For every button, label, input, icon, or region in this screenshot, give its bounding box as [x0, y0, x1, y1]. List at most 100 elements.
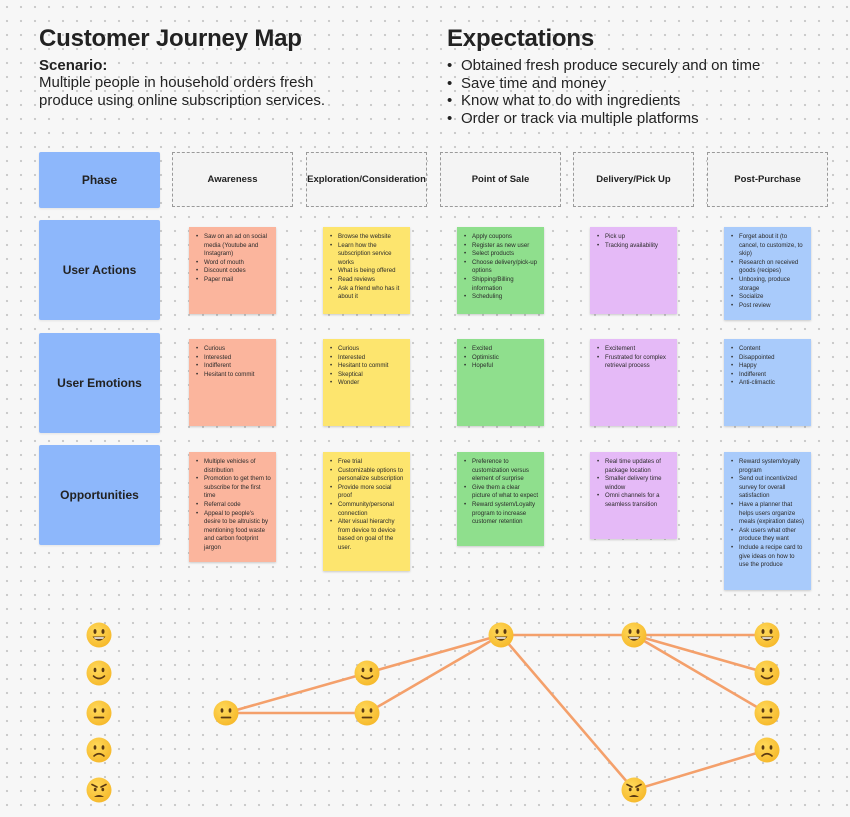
very-happy-emoji-icon [86, 622, 112, 648]
note-item: Hesitant to commit [329, 362, 405, 371]
note-item: Community/personal connection [329, 501, 405, 518]
note-item: What is being offered [329, 267, 405, 276]
note-item: Disappointed [730, 354, 806, 363]
note-item: Excitement [596, 345, 672, 354]
note-item: Learn how the subscription service works [329, 242, 405, 268]
note-item: Appeal to people's desire to be altruist… [195, 510, 271, 553]
opportunities-note-delivery: Real time updates of package location Sm… [590, 452, 677, 539]
journey-line [632, 633, 769, 675]
opportunities-note-post-purchase: Reward system/loyalty program Send out i… [724, 452, 811, 590]
note-item: Indifferent [195, 362, 271, 371]
neutral-emoji-icon [354, 700, 380, 726]
note-item: Smaller delivery time window [596, 475, 672, 492]
note-item: Free trial [329, 458, 405, 467]
journey-lines [224, 633, 769, 792]
scenario-text: Multiple people in household orders fres… [39, 74, 325, 109]
scenario-label: Scenario: [39, 57, 108, 74]
journey-line [632, 633, 769, 715]
note-item: Excited [463, 345, 539, 354]
very-happy-emoji-icon [488, 622, 514, 648]
note-item: Happy [730, 362, 806, 371]
note-item: Interested [195, 354, 271, 363]
note-item: Register as new user [463, 242, 539, 251]
note-item: Socialize [730, 293, 806, 302]
note-item: Research on received goods (recipes) [730, 259, 806, 276]
phase-awareness: Awareness [172, 152, 293, 207]
note-item: Scheduling [463, 293, 539, 302]
actions-note-post-purchase: Forget about it (to cancel, to customize… [724, 227, 811, 320]
emotions-note-delivery: Excitement Frustrated for complex retrie… [590, 339, 677, 426]
note-item: Preference to customization versus eleme… [463, 458, 539, 484]
note-item: Curious [195, 345, 271, 354]
phase-point-of-sale: Point of Sale [440, 152, 561, 207]
row-header-user-actions: User Actions [39, 220, 160, 320]
opportunities-note-exploration: Free trial Customizable options to perso… [323, 452, 410, 571]
note-item: Skeptical [329, 371, 405, 380]
happy-emoji-icon [754, 660, 780, 686]
note-item: Word of mouth [195, 259, 271, 268]
note-item: Include a recipe card to give ideas on h… [730, 544, 806, 570]
row-header-phase: Phase [39, 152, 160, 208]
happy-emoji-icon [86, 660, 112, 686]
phase-exploration: Exploration/Consideration [306, 152, 427, 207]
journey-line [632, 748, 769, 792]
note-item: Anti-climactic [730, 379, 806, 388]
note-item: Hesitant to commit [195, 371, 271, 380]
note-item: Wonder [329, 379, 405, 388]
sad-emoji-icon [86, 737, 112, 763]
expectation-item: Know what to do with ingredients [447, 92, 760, 110]
actions-note-point-of-sale: Apply coupons Register as new user Selec… [457, 227, 544, 314]
note-item: Select products [463, 250, 539, 259]
note-item: Have a planner that helps users organize… [730, 501, 806, 527]
note-item: Pick up [596, 233, 672, 242]
note-item: Multiple vehicles of distribution [195, 458, 271, 475]
journey-line [224, 671, 369, 715]
note-item: Content [730, 345, 806, 354]
actions-note-awareness: Saw on an ad on social media (Youtube an… [189, 227, 276, 314]
actions-note-exploration: Browse the website Learn how the subscri… [323, 227, 410, 314]
expectation-item: Save time and money [447, 75, 760, 93]
note-item: Alter visual hierarchy from device to de… [329, 518, 405, 552]
note-item: Shipping/Billing information [463, 276, 539, 293]
neutral-emoji-icon [86, 700, 112, 726]
note-item: Choose delivery/pick-up options [463, 259, 539, 276]
note-item: Send out incentivized survey for overall… [730, 475, 806, 501]
note-item: Saw on an ad on social media (Youtube an… [195, 233, 271, 259]
very-happy-emoji-icon [621, 622, 647, 648]
journey-line [499, 633, 636, 792]
row-header-opportunities: Opportunities [39, 445, 160, 545]
note-item: Hopeful [463, 362, 539, 371]
note-item: Curious [329, 345, 405, 354]
note-item: Paper mail [195, 276, 271, 285]
angry-emoji-icon [621, 777, 647, 803]
phase-post-purchase: Post-Purchase [707, 152, 828, 207]
note-item: Indifferent [730, 371, 806, 380]
emotions-note-point-of-sale: Excited Optimistic Hopeful [457, 339, 544, 426]
note-item: Real time updates of package location [596, 458, 672, 475]
emotions-note-post-purchase: Content Disappointed Happy Indifferent A… [724, 339, 811, 426]
note-item: Referral code [195, 501, 271, 510]
expectation-item: Order or track via multiple platforms [447, 110, 760, 128]
emotions-note-awareness: Curious Interested Indifferent Hesitant … [189, 339, 276, 426]
note-item: Promotion to get them to subscribe for t… [195, 475, 271, 501]
note-item: Optimistic [463, 354, 539, 363]
journey-line [365, 633, 503, 675]
note-item: Tracking availability [596, 242, 672, 251]
neutral-emoji-icon [754, 700, 780, 726]
note-item: Unboxing, produce storage [730, 276, 806, 293]
note-item: Ask users what other produce they want [730, 527, 806, 544]
very-happy-emoji-icon [754, 622, 780, 648]
note-item: Interested [329, 354, 405, 363]
note-item: Reward system/Loyalty program to increas… [463, 501, 539, 527]
journey-line [365, 633, 503, 715]
phase-delivery: Delivery/Pick Up [573, 152, 694, 207]
note-item: Reward system/loyalty program [730, 458, 806, 475]
note-item: Forget about it (to cancel, to customize… [730, 233, 806, 259]
actions-note-delivery: Pick up Tracking availability [590, 227, 677, 314]
expectation-item: Obtained fresh produce securely and on t… [447, 57, 760, 75]
note-item: Ask a friend who has it about it [329, 285, 405, 302]
happy-emoji-icon [354, 660, 380, 686]
note-item: Apply coupons [463, 233, 539, 242]
sad-emoji-icon [754, 737, 780, 763]
